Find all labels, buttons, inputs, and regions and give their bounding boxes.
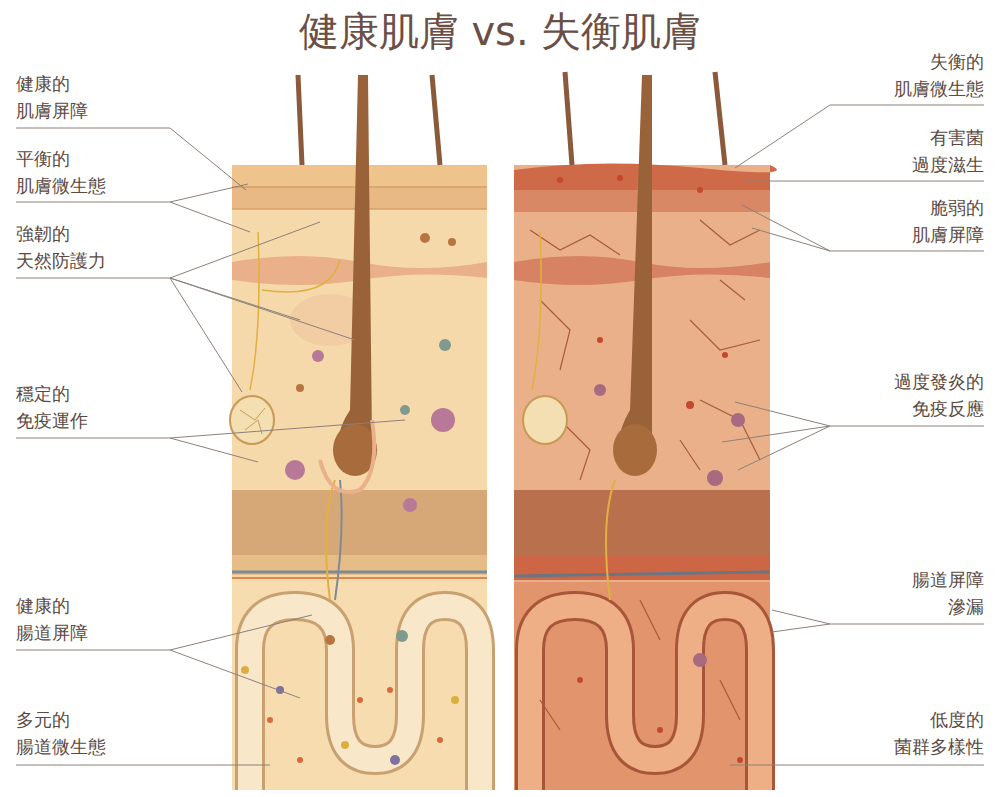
callout-label: 強韌的 天然防護力 <box>16 220 106 274</box>
callout-label: 過度發炎的 免疫反應 <box>894 368 984 422</box>
callout-label: 健康的 肌膚屏障 <box>16 70 88 124</box>
callout-label: 平衡的 肌膚微生態 <box>16 145 106 199</box>
callout-label: 穩定的 免疫運作 <box>16 380 88 434</box>
callout-label: 脆弱的 肌膚屏障 <box>912 194 984 248</box>
callout-label: 失衡的 肌膚微生態 <box>894 48 984 102</box>
callout-label: 低度的 菌群多樣性 <box>894 706 984 760</box>
healthy-panel <box>230 75 487 790</box>
imbalanced-panel <box>514 72 777 790</box>
leader-lines <box>16 105 984 765</box>
title: 健康肌膚 vs. 失衡肌膚 <box>0 6 1000 56</box>
callout-label: 多元的 腸道微生態 <box>16 706 106 760</box>
callout-label: 腸道屏障 滲漏 <box>912 566 984 620</box>
callout-label: 健康的 腸道屏障 <box>16 592 88 646</box>
callout-label: 有害菌 過度滋生 <box>912 124 984 178</box>
